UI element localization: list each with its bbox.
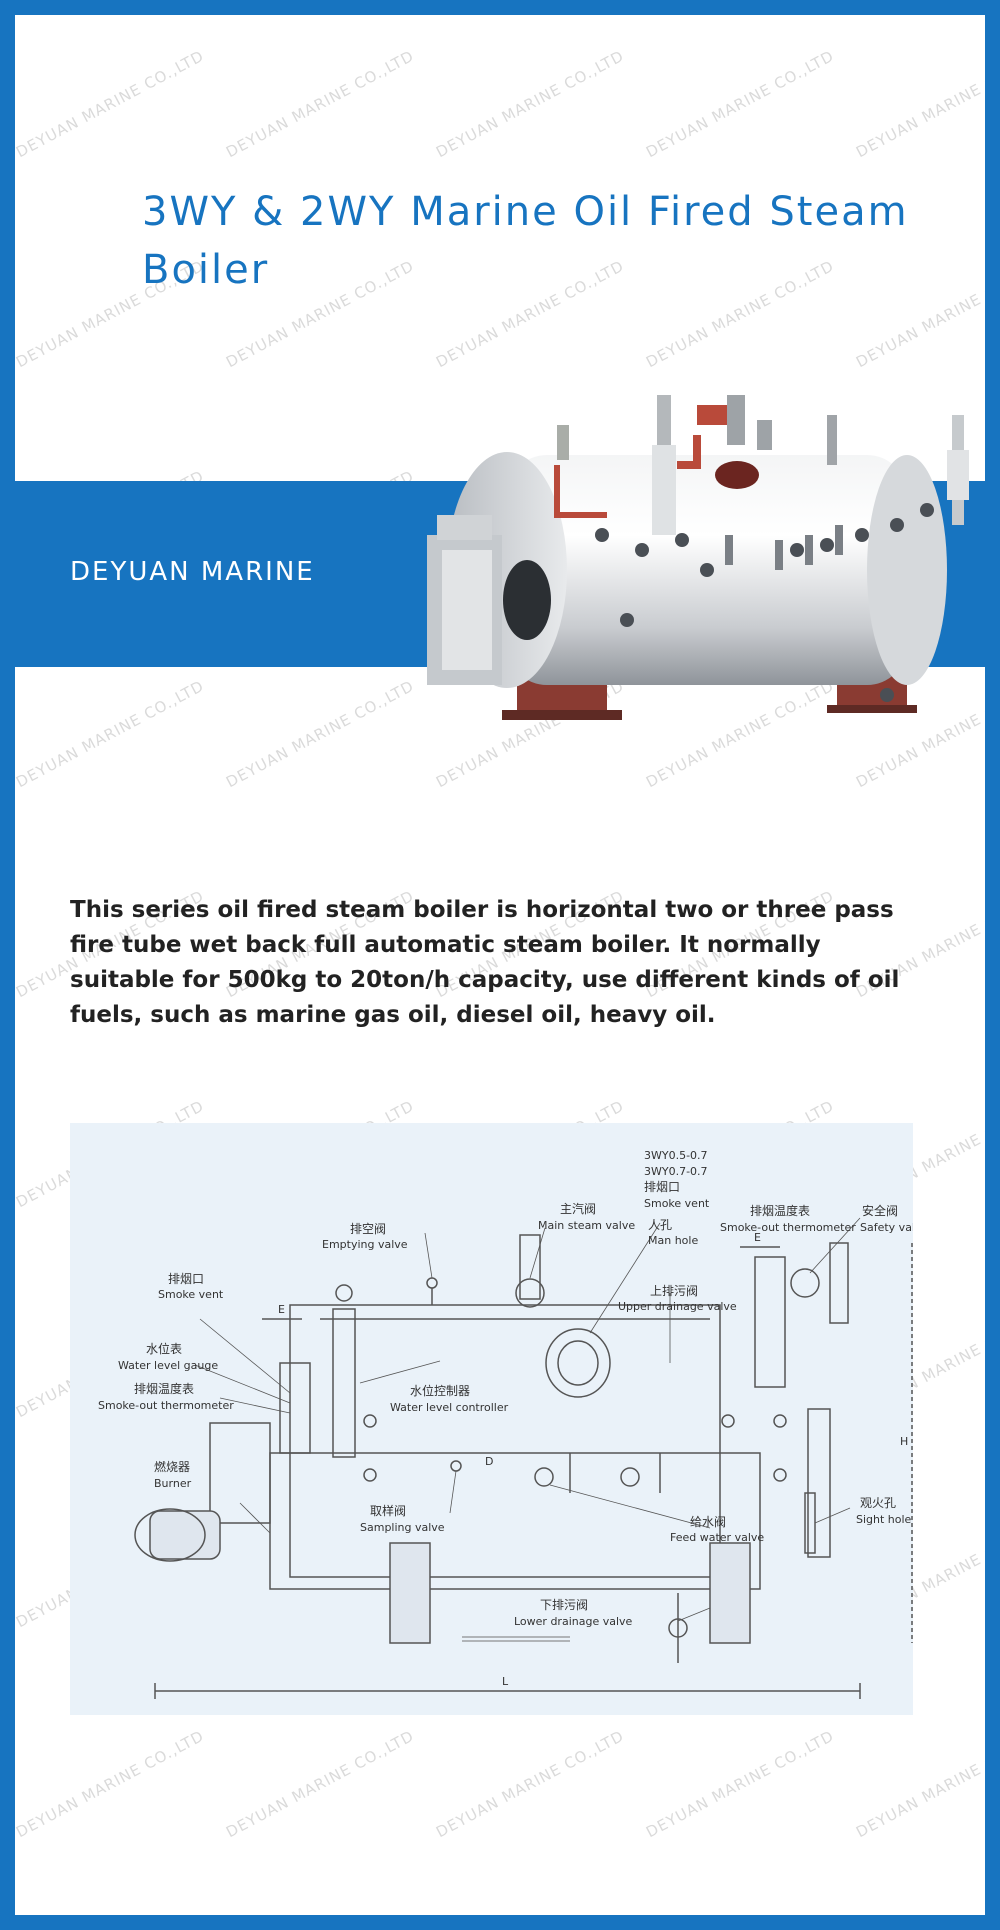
safety-en: Safety valve	[860, 1221, 913, 1234]
smoke-thermo-top-cn: 排烟温度表	[750, 1203, 810, 1218]
level-ctrl-cn: 水位控制器	[410, 1383, 470, 1398]
burner-en: Burner	[154, 1477, 192, 1490]
boiler-image	[427, 395, 969, 720]
watermark-text: DEYUAN MARINE CO.,LTD	[223, 46, 418, 162]
page-title: 3WY & 2WY Marine Oil Fired Steam Boiler	[142, 189, 909, 293]
water-gauge-en: Water level gauge	[118, 1359, 218, 1372]
water-gauge-cn: 水位表	[146, 1341, 182, 1356]
man-hole-cn: 人孔	[648, 1218, 672, 1232]
watermark-text: DEYUAN MARINE CO.,LTD	[433, 46, 628, 162]
upper-drain-en: Upper drainage valve	[618, 1300, 737, 1313]
dim-e-left: E	[278, 1303, 285, 1316]
level-ctrl-en: Water level controller	[390, 1401, 509, 1414]
watermark-text: DEYUAN MARINE CO.,LTD	[15, 46, 208, 162]
smoke-thermo-left-en: Smoke-out thermometer	[98, 1399, 234, 1412]
main-steam-en: Main steam valve	[538, 1219, 635, 1232]
watermark-text: DEYUAN MARINE CO.,LTD	[853, 1726, 985, 1842]
emptying-en: Emptying valve	[322, 1238, 408, 1251]
feed-cn: 给水阀	[690, 1515, 726, 1529]
emptying-cn: 排空阀	[350, 1222, 386, 1236]
smoke-vent-top-en: Smoke vent	[644, 1197, 710, 1210]
feed-en: Feed water valve	[670, 1531, 764, 1544]
watermark-text: DEYUAN MARINE CO.,LTD	[433, 1726, 628, 1842]
watermark-text: DEYUAN MARINE CO.,LTD	[643, 46, 838, 162]
brand-name: DEYUAN MARINE	[70, 557, 315, 587]
smoke-thermo-top-en: Smoke-out thermometer	[720, 1221, 856, 1234]
man-hole-en: Man hole	[648, 1234, 698, 1247]
dim-l: L	[502, 1675, 509, 1688]
model-label-2: 3WY0.7-0.7	[644, 1165, 708, 1178]
watermark-text: DEYUAN MARINE CO.,LTD	[853, 46, 985, 162]
model-label-1: 3WY0.5-0.7	[644, 1149, 708, 1162]
smoke-vent-left-en: Smoke vent	[158, 1288, 224, 1301]
main-steam-cn: 主汽阀	[560, 1201, 596, 1216]
safety-cn: 安全阀	[862, 1203, 898, 1218]
sampling-en: Sampling valve	[360, 1521, 445, 1534]
product-description: This series oil fired steam boiler is ho…	[70, 897, 900, 1028]
watermark-text: DEYUAN MARINE CO.,LTD	[643, 1726, 838, 1842]
smoke-vent-top-cn: 排烟口	[644, 1180, 680, 1194]
burner-cn: 燃烧器	[154, 1459, 190, 1474]
smoke-vent-left-cn: 排烟口	[168, 1272, 204, 1286]
smoke-thermo-left-cn: 排烟温度表	[134, 1381, 194, 1396]
sampling-cn: 取样阀	[370, 1503, 406, 1518]
watermark-text: DEYUAN MARINE CO.,LTD	[223, 676, 418, 792]
lower-drain-en: Lower drainage valve	[514, 1615, 633, 1628]
sight-cn: 观火孔	[860, 1496, 896, 1510]
sight-en: Sight hole	[856, 1513, 912, 1526]
drawing-svg: 3WY0.5-0.7 3WY0.7-0.7 排烟口 Smoke vent 排空阀…	[98, 1149, 928, 1699]
lower-drain-cn: 下排污阀	[540, 1598, 588, 1612]
technical-drawing: 3WY0.5-0.7 3WY0.7-0.7 排烟口 Smoke vent 排空阀…	[70, 1123, 928, 1715]
watermark-text: DEYUAN MARINE CO.,LTD	[223, 1726, 418, 1842]
dim-d: D	[485, 1455, 493, 1468]
dim-h: H	[900, 1435, 908, 1448]
dim-e-right: E	[754, 1231, 761, 1244]
watermark-text: DEYUAN MARINE CO.,LTD	[15, 1726, 208, 1842]
upper-drain-cn: 上排污阀	[650, 1284, 698, 1298]
watermark-text: DEYUAN MARINE CO.,LTD	[15, 676, 208, 792]
